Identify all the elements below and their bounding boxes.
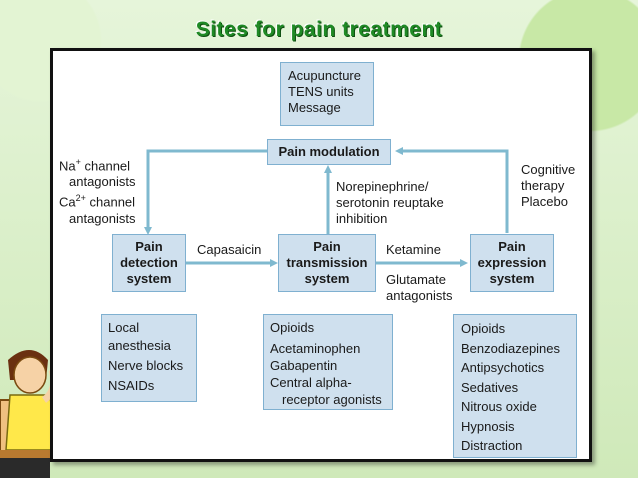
list-item: Hypnosis [461, 418, 515, 434]
expression-treatments-box: Opioids Benzodiazepines Antipsychotics S… [453, 314, 577, 458]
list-item: Nitrous oxide [461, 399, 537, 414]
list-item: Opioids [270, 320, 315, 335]
list-item: Distraction [461, 438, 523, 453]
list-item: receptor agonists [282, 392, 382, 407]
list-item: Sedatives [461, 379, 519, 395]
list-item: anesthesia [108, 338, 171, 353]
pain-modulation-label: Pain modulation [278, 144, 380, 159]
top-box-item: Acupuncture [288, 68, 361, 83]
channel-antagonists-label: Na+ channel antagonists Ca2+ channel ant… [59, 154, 136, 227]
pain-detection-box: Pain detection system [112, 234, 186, 292]
list-item: Benzodiazepines [461, 340, 561, 356]
pain-modulation-box: Pain modulation [267, 139, 391, 165]
pain-transmission-box: Pain transmission system [278, 234, 376, 292]
list-item: Opioids [461, 321, 506, 336]
detection-treatments-box: Local anesthesia Nerve blocks NSAIDs [101, 314, 197, 402]
ketamine-label: Ketamine [386, 242, 441, 257]
list-item: Local [108, 320, 140, 335]
glutamate-antagonists-label: Glutamate antagonists [386, 272, 453, 303]
top-box-item: TENS units [288, 84, 354, 99]
diagram-panel: Acupuncture TENS units Message Pain modu… [50, 48, 592, 462]
cognitive-therapy-label: Cognitive therapy Placebo [521, 162, 576, 209]
list-item: Nerve blocks [108, 358, 184, 373]
capasaicin-label: Capasaicin [197, 242, 262, 257]
list-item: Acetaminophen [270, 341, 361, 356]
ca-line: Ca2+ channel [59, 193, 136, 210]
top-treatment-box: Acupuncture TENS units Message [280, 62, 374, 126]
connector-arrows [144, 147, 509, 267]
list-item: Antipsychotics [461, 360, 545, 375]
arrow-expression-to-modulation [395, 147, 509, 233]
pain-expression-box: Pain expression system [470, 234, 554, 292]
arrow-modulation-to-detection [144, 149, 267, 235]
top-box-item: Message [288, 100, 341, 115]
reuptake-inhibition-label: Norepinephrine/ serotonin reuptake inhib… [336, 179, 444, 226]
slide-title: Sites for pain treatment [195, 18, 443, 41]
list-item: Gabapentin [270, 358, 338, 373]
list-item: NSAIDs [108, 378, 155, 393]
transmission-treatments-box: Opioids Acetaminophen Gabapentin Central… [263, 314, 393, 410]
list-item: Central alpha- [270, 375, 352, 390]
na-line: Na+ channel [59, 157, 131, 174]
